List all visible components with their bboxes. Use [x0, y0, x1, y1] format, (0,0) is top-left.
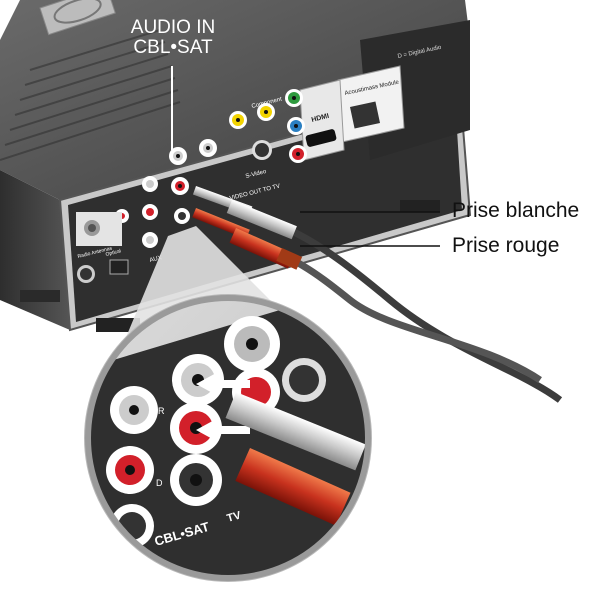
zoom-white-plug	[225, 392, 366, 471]
cables	[226, 199, 563, 403]
hdmi-port[interactable]	[305, 129, 337, 148]
bose-link-port[interactable]	[77, 265, 95, 283]
red-plug-callout: Prise rouge	[452, 234, 560, 257]
s-video-port[interactable]	[252, 140, 272, 160]
zoom-jack-left-white	[110, 386, 158, 434]
zoom-d-label: D	[156, 478, 163, 488]
radio-antenna-ports[interactable]	[76, 212, 122, 246]
acoustimass-connector[interactable]	[349, 101, 381, 129]
zoom-arrow-white	[196, 372, 250, 396]
audio-in-line2: CBL•SAT	[133, 37, 213, 58]
zoom-tv-label: TV	[226, 509, 243, 525]
zoom-r-label: R	[158, 406, 165, 416]
zoom-red-plug	[235, 448, 351, 526]
receiver-body: D = Digital Audio Acoustimass Module HDM…	[0, 0, 472, 332]
s-video-label: S-Video	[245, 169, 268, 180]
audio-in-line1: AUDIO IN	[130, 17, 216, 38]
zoom-detail: CBL•SAT TV R D	[84, 226, 372, 582]
zoom-jack-black	[170, 454, 222, 506]
audio-in-callout: AUDIO IN CBL•SAT	[118, 18, 228, 58]
white-plug-callout: Prise blanche	[452, 199, 580, 222]
optical-label: Optical	[105, 248, 122, 258]
optical-port[interactable]	[109, 259, 129, 275]
hdmi-label: HDMI	[311, 113, 330, 124]
zoom-arrow-red	[196, 418, 250, 442]
audio-jacks[interactable]	[115, 139, 217, 248]
zoom-jack-red	[170, 402, 222, 454]
component-jacks[interactable]	[229, 89, 307, 163]
zoom-jack-left-red	[106, 446, 154, 494]
zoom-jack-white-top	[224, 316, 280, 372]
aux-label: AUX	[149, 255, 162, 264]
brand-logo	[39, 0, 116, 36]
